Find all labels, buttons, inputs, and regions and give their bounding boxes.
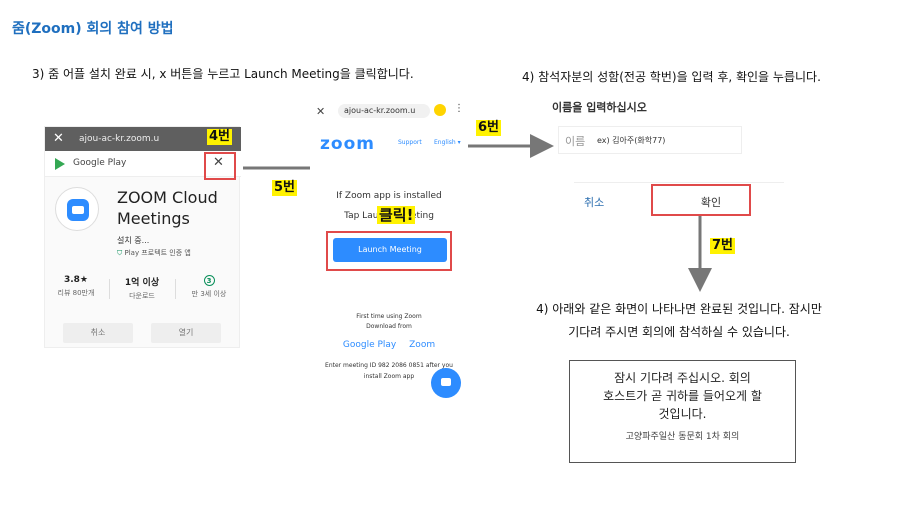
- step4-done-line2: 기다려 주시면 회의에 참석하실 수 있습니다.: [568, 325, 790, 339]
- close-highlight-box: [204, 152, 236, 180]
- first-time-hint: First time using Zoom Download from: [356, 313, 422, 330]
- close-icon[interactable]: ✕: [213, 155, 224, 170]
- open-button[interactable]: 열기: [151, 323, 221, 343]
- google-play-label: Google Play: [73, 158, 127, 168]
- arrow-step6: [458, 134, 554, 232]
- browser-close-icon[interactable]: ✕: [53, 131, 64, 146]
- name-field-label: 이름: [565, 135, 586, 148]
- step4-done-instruction: 4) 아래와 같은 화면이 나타나면 완료된 것입니다. 잠시만 기다려 주시면…: [514, 298, 844, 344]
- google-play-link[interactable]: Google Play: [342, 340, 397, 350]
- meeting-id-hint: Enter meeting ID 982 2086 0851 after you…: [325, 362, 453, 380]
- ok-highlight-box: [651, 184, 751, 216]
- launch-meeting-button[interactable]: Launch Meeting: [333, 238, 447, 262]
- language-select[interactable]: English ▾: [434, 139, 461, 146]
- waiting-message: 잠시 기다려 주십시오. 회의 호스트가 곧 귀하를 들어오게 할 것입니다.: [603, 371, 762, 421]
- support-link[interactable]: Support: [398, 139, 422, 146]
- google-play-icon: [55, 158, 65, 170]
- install-status: 설치 중...: [117, 236, 150, 245]
- step7-label: 7번: [710, 238, 736, 254]
- more-menu-icon[interactable]: ⋮: [454, 103, 464, 114]
- name-field-value: ex) 김아주(화학77): [597, 136, 666, 145]
- google-play-screen: ✕ ajou-ac-kr.zoom.u Google Play ✕ ZOOM C…: [44, 126, 241, 348]
- launch-highlight-box: [326, 231, 452, 271]
- waiting-room-box: 잠시 기다려 주십시오. 회의 호스트가 곧 귀하를 들어오게 할 것입니다. …: [569, 360, 796, 463]
- chat-bubble-icon[interactable]: [431, 368, 461, 398]
- meeting-name: 고양파주일산 동문회 1차 회의: [625, 432, 740, 442]
- stat-downloads: 1억 이상 다운로드: [124, 278, 160, 300]
- name-input[interactable]: 이름 ex) 김아주(화학77): [558, 126, 742, 154]
- step4-label: 4번: [207, 129, 233, 145]
- cancel-button[interactable]: 취소: [63, 323, 133, 343]
- page-title: 줌(Zoom) 회의 참여 방법: [12, 21, 174, 37]
- app-stats: 3.8★ 리뷰 80만개 1억 이상 다운로드 3 만 3세 이상: [45, 275, 241, 305]
- step3-instruction: 3) 줌 어플 설치 완료 시, x 버튼을 누르고 Launch Meetin…: [32, 67, 414, 81]
- browser-close-icon[interactable]: ✕: [316, 105, 326, 118]
- click-label: 클릭!: [377, 206, 416, 224]
- stat-rating: 3.8★ 리뷰 80만개: [57, 275, 95, 297]
- zoom-app-icon: [55, 187, 99, 231]
- play-protect-badge: ⛉ Play 프로텍트 인증 앱: [117, 249, 191, 257]
- step4-enter-name-instruction: 4) 참석자분의 성함(전공 학번)을 입력 후, 확인을 누릅니다.: [522, 70, 821, 84]
- play-header: Google Play ✕: [45, 151, 241, 177]
- name-dialog: 이름을 입력하십시오 이름 ex) 김아주(화학77) 취소 확인: [548, 92, 784, 218]
- play-protect-icon: ⛉: [117, 249, 123, 257]
- profile-icon[interactable]: [434, 104, 446, 116]
- step4-done-line1: 4) 아래와 같은 화면이 나타나면 완료된 것입니다. 잠시만: [536, 302, 822, 316]
- stat-age: 3 만 3세 이상: [191, 275, 227, 298]
- download-links: Google Play Zoom: [310, 340, 468, 350]
- step6-label: 6번: [476, 120, 502, 136]
- browser-url[interactable]: ajou-ac-kr.zoom.u: [338, 104, 430, 118]
- app-name: ZOOM Cloud Meetings: [117, 188, 218, 228]
- dialog-cancel-button[interactable]: 취소: [584, 196, 605, 209]
- step5-label: 5번: [272, 180, 298, 196]
- zoom-logo: zoom: [320, 134, 375, 154]
- zoom-link[interactable]: Zoom: [409, 340, 436, 350]
- browser-url[interactable]: ajou-ac-kr.zoom.u: [79, 134, 160, 144]
- dialog-title: 이름을 입력하십시오: [552, 101, 647, 114]
- dialog-ok-button[interactable]: 확인: [700, 196, 722, 209]
